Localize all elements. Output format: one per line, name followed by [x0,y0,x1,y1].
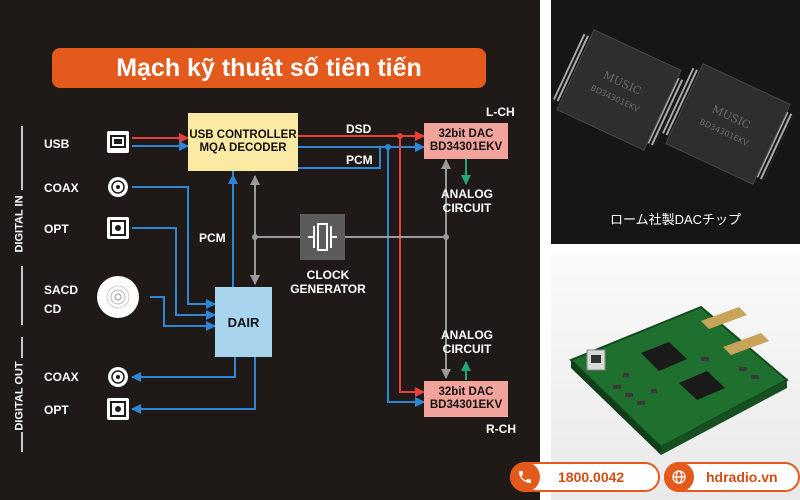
analog-circuit-bottom: ANALOG CIRCUIT [430,328,504,356]
crystal-oscillator-icon [300,214,345,260]
dac-top-line1: 32bit DAC [438,128,494,140]
analog-circuit-top: ANALOG CIRCUIT [430,187,504,215]
coax-jack-icon [108,177,128,197]
clock-generator-label: CLOCK GENERATOR [288,268,368,296]
dac-bottom-line2: BD34301EKV [429,399,503,411]
sacd-label: SACD [44,283,79,297]
pcb-illustration [569,305,789,455]
clock-line2: GENERATOR [290,282,366,296]
globe-icon [664,462,694,492]
cd-label: CD [44,302,62,316]
disc-icon [97,276,139,318]
r-channel-label: R-CH [486,422,516,436]
optical-out-jack-icon [107,398,129,420]
usb-controller-block: USB CONTROLLER MQA DECODER [188,113,298,171]
digital-out-label: DIGITAL OUT [13,361,26,431]
pcm-top-label: PCM [346,153,373,167]
dac-top-line2: BD34301EKV [429,141,503,153]
website-url: hdradio.vn [706,469,778,485]
digital-in-label: DIGITAL IN [13,195,26,253]
coax-input-label: COAX [44,181,79,195]
dac-chips-illustration: MUSIC BD34301EKV MUSIC BD34301EKV [553,29,794,185]
pcb-photo [551,255,800,500]
coax-output-label: COAX [44,370,79,384]
optical-jack-icon [107,217,129,239]
usb-controller-line1: USB CONTROLLER [189,129,297,141]
phone-pill[interactable]: 1800.0042 [510,462,660,492]
contact-bar: 1800.0042 hdradio.vn [510,462,800,492]
analog-bottom-line2: CIRCUIT [442,342,492,356]
usb-input-label: USB [44,137,70,151]
dac-bottom-line1: 32bit DAC [438,386,494,398]
opt-input-label: OPT [44,222,69,236]
signal-lines [21,126,471,452]
analog-top-line2: CIRCUIT [442,201,492,215]
coax-out-jack-icon [108,367,128,387]
dac-bottom-block: 32bit DAC BD34301EKV [424,381,508,417]
dair-block: DAIR [215,287,272,357]
pcm-left-label: PCM [199,231,226,245]
analog-top-line1: ANALOG [441,187,493,201]
website-pill[interactable]: hdradio.vn [664,462,800,492]
analog-bottom-line1: ANALOG [441,328,493,342]
usb-port-icon [107,131,129,153]
title-banner: Mạch kỹ thuật số tiên tiến [52,48,486,88]
dsd-label: DSD [346,122,372,136]
signal-flow-diagram: Mạch kỹ thuật số tiên tiến DIGITAL IN DI… [0,0,540,500]
clock-line1: CLOCK [306,268,350,282]
phone-icon [510,462,540,492]
l-channel-label: L-CH [486,105,515,119]
opt-output-label: OPT [44,403,69,417]
dac-chip-photo: MUSIC BD34301EKV MUSIC BD34301EKV ローム社製D… [551,0,800,244]
phone-number: 1800.0042 [558,469,625,485]
usb-controller-line2: MQA DECODER [199,142,287,154]
chip-caption: ローム社製DACチップ [609,212,742,227]
dac-top-block: 32bit DAC BD34301EKV [424,123,508,159]
